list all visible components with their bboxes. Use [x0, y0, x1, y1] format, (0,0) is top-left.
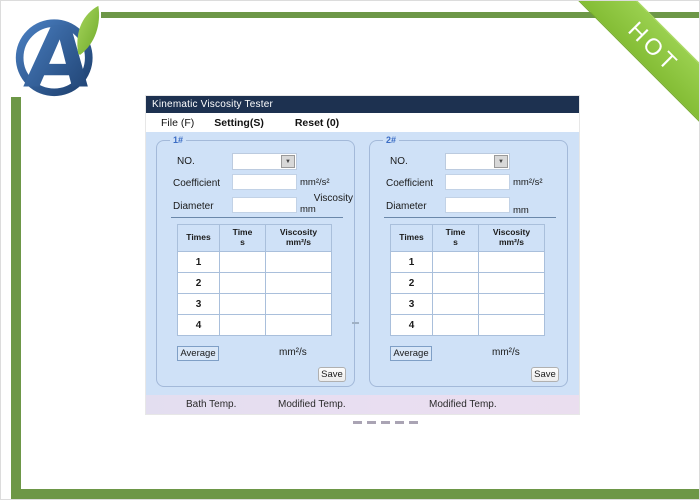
- save-button[interactable]: Save: [318, 367, 346, 382]
- col-header-viscosity: Viscosity mm²/s: [478, 224, 545, 252]
- coefficient-input[interactable]: [445, 174, 510, 190]
- menu-bar: File (F) Setting(S) Reset (0): [146, 113, 579, 132]
- average-button[interactable]: Average: [390, 346, 432, 361]
- bottom-green-bar: [11, 489, 699, 499]
- average-unit: mm²/s: [492, 347, 520, 358]
- times-cell: 1: [390, 251, 433, 273]
- modified-temp-label-1: Modified Temp.: [278, 399, 346, 410]
- diameter-unit: mm: [513, 205, 529, 216]
- viscosity-cell: [265, 251, 332, 273]
- separator-line: [384, 217, 556, 218]
- diameter-input[interactable]: [445, 197, 510, 213]
- viscosity-cell: [478, 293, 545, 315]
- panel-1-label: 1#: [170, 135, 187, 145]
- measurement-table-1: Times Time s Viscosity mm²/s 1 2: [177, 224, 332, 336]
- viscosity-cell: [265, 272, 332, 294]
- times-cell: 3: [390, 293, 433, 315]
- panel-1: 1# NO. ▼ Coefficient mm²/s² Diameter mm …: [156, 135, 355, 387]
- separator-dashes: [353, 421, 418, 424]
- col-header-times: Times: [390, 224, 433, 252]
- panel-2-label: 2#: [383, 135, 400, 145]
- table-row: 3: [390, 293, 545, 315]
- times-cell: 4: [177, 314, 220, 336]
- times-cell: 2: [390, 272, 433, 294]
- average-button[interactable]: Average: [177, 346, 219, 361]
- table-row: 4: [390, 314, 545, 336]
- table-row: 1: [390, 251, 545, 273]
- coefficient-unit: mm²/s²: [513, 177, 543, 188]
- time-cell: [219, 314, 266, 336]
- coefficient-label: Coefficient: [173, 178, 221, 189]
- diameter-label: Diameter: [173, 201, 214, 212]
- hot-ribbon: HOT: [575, 1, 699, 126]
- time-cell: [432, 272, 479, 294]
- diameter-unit: mm: [300, 204, 316, 215]
- table-row: 2: [390, 272, 545, 294]
- bath-temp-label: Bath Temp.: [186, 399, 237, 410]
- times-cell: 2: [177, 272, 220, 294]
- no-label: NO.: [390, 156, 408, 167]
- times-cell: 3: [177, 293, 220, 315]
- viscosity-cell: [478, 251, 545, 273]
- diameter-label: Diameter: [386, 201, 427, 212]
- time-cell: [432, 293, 479, 315]
- left-green-bar: [11, 97, 21, 491]
- time-cell: [219, 272, 266, 294]
- col-header-time: Time s: [432, 224, 479, 252]
- time-cell: [432, 251, 479, 273]
- table-row: 1: [177, 251, 332, 273]
- times-cell: 1: [177, 251, 220, 273]
- table-row: 3: [177, 293, 332, 315]
- time-cell: [219, 293, 266, 315]
- window-body: 1# NO. ▼ Coefficient mm²/s² Diameter mm …: [146, 132, 579, 395]
- time-cell: [219, 251, 266, 273]
- hot-ribbon-label: HOT: [623, 16, 685, 78]
- top-green-bar: [101, 12, 699, 18]
- dropdown-arrow-icon[interactable]: ▼: [494, 155, 508, 168]
- no-label: NO.: [177, 156, 195, 167]
- col-header-times: Times: [177, 224, 220, 252]
- window-title: Kinematic Viscosity Tester: [146, 96, 579, 113]
- table-row: 2: [177, 272, 332, 294]
- menu-item-setting[interactable]: Setting(S): [214, 116, 264, 129]
- hot-ribbon-wrap: HOT: [574, 1, 699, 126]
- separator-line: [171, 217, 343, 218]
- col-header-time: Time s: [219, 224, 266, 252]
- times-cell: 4: [390, 314, 433, 336]
- viscosity-cell: [265, 293, 332, 315]
- coefficient-input[interactable]: [232, 174, 297, 190]
- col-header-viscosity: Viscosity mm²/s: [265, 224, 332, 252]
- viscosity-cell: [478, 314, 545, 336]
- footer-bar: Bath Temp. Modified Temp. Modified Temp.: [146, 395, 579, 414]
- dropdown-arrow-icon[interactable]: ▼: [281, 155, 295, 168]
- coefficient-label: Coefficient: [386, 178, 434, 189]
- time-cell: [432, 314, 479, 336]
- coefficient-unit: mm²/s²: [300, 177, 330, 188]
- no-select[interactable]: ▼: [232, 153, 297, 170]
- inter-panel-dash: [352, 322, 359, 324]
- viscosity-label: Viscosity: [313, 193, 353, 204]
- modified-temp-label-2: Modified Temp.: [429, 399, 497, 410]
- menu-item-file[interactable]: File (F): [161, 116, 195, 129]
- viscosity-cell: [478, 272, 545, 294]
- panel-2: 2# NO. ▼ Coefficient mm²/s² Diameter mm …: [369, 135, 568, 387]
- menu-item-reset[interactable]: Reset (0): [294, 116, 340, 129]
- diameter-input[interactable]: [232, 197, 297, 213]
- measurement-table-2: Times Time s Viscosity mm²/s 1 2: [390, 224, 545, 336]
- no-select[interactable]: ▼: [445, 153, 510, 170]
- viscosity-cell: [265, 314, 332, 336]
- app-window: Kinematic Viscosity Tester File (F) Sett…: [146, 96, 579, 414]
- brand-logo-icon: A: [15, 5, 100, 99]
- table-row: 4: [177, 314, 332, 336]
- save-button[interactable]: Save: [531, 367, 559, 382]
- average-unit: mm²/s: [279, 347, 307, 358]
